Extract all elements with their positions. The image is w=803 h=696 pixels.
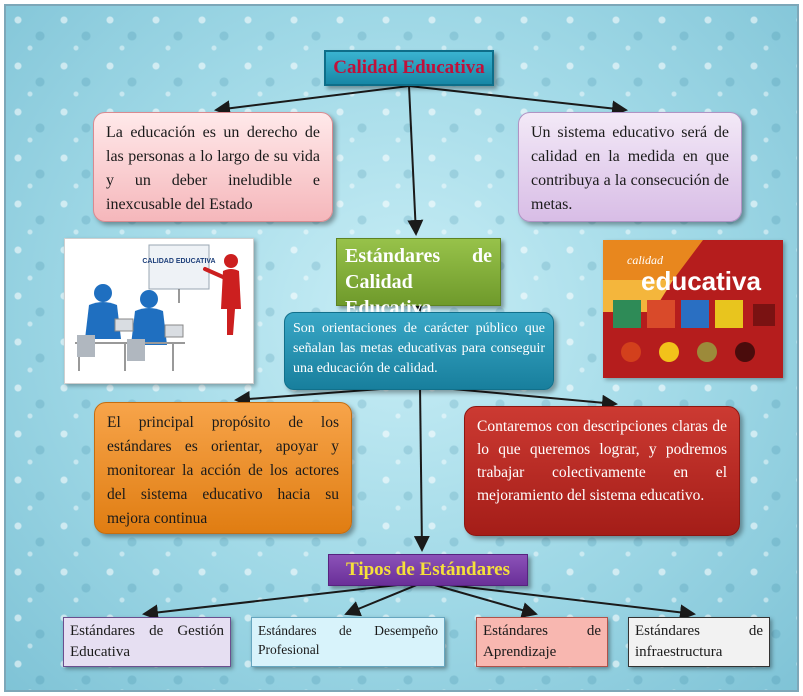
arrow-to-sistema [408,85,628,117]
descriptions-box: Contaremos con descripciones claras de l… [464,406,740,536]
concept-map-frame: Calidad Educativa La educación es un der… [4,4,799,692]
board-text: CALIDAD EDUCATIVA [142,258,215,265]
arrow-to-derecho [214,85,410,117]
poster-illustration: calidad educativa [603,240,783,378]
standard-gestion: Estándares de Gestión Educativa [63,617,231,667]
arrow-to-aprendizaje [423,581,538,618]
title-tipos-estandares: Tipos de Estándares [328,554,528,586]
title-calidad-educativa: Calidad Educativa [324,50,494,86]
title-estandares-calidad: Estándares de Calidad Educativa [336,238,501,319]
arrow-to-tipos [413,385,430,552]
people-presentation-image: CALIDAD EDUCATIVA [64,238,254,384]
standard-aprendizaje: Estándares de Aprendizaje [476,617,608,667]
arrow-to-infraestructura [423,581,696,621]
definition-box: Son orientaciones de carácter público qu… [284,312,554,390]
statement-derecho: La educación es un derecho de las person… [93,112,333,222]
poster-big-text: educativa [641,266,761,296]
standard-desempeno: Estándares de Desempeño Profesional [251,617,445,667]
purpose-box: El principal propósito de los estándares… [94,402,352,534]
calidad-educativa-poster-image: calidad educativa [603,240,783,378]
people-presentation-illustration: CALIDAD EDUCATIVA [75,244,241,371]
standard-infraestructura: Estándares de infraestructura [628,617,770,667]
arrow-to-gestion [142,581,425,621]
arrow-to-estandares [407,85,424,236]
arrow-to-desempeno [344,581,425,617]
poster-small-text: calidad [627,253,664,267]
statement-sistema-calidad: Un sistema educativo será de calidad en … [518,112,742,222]
